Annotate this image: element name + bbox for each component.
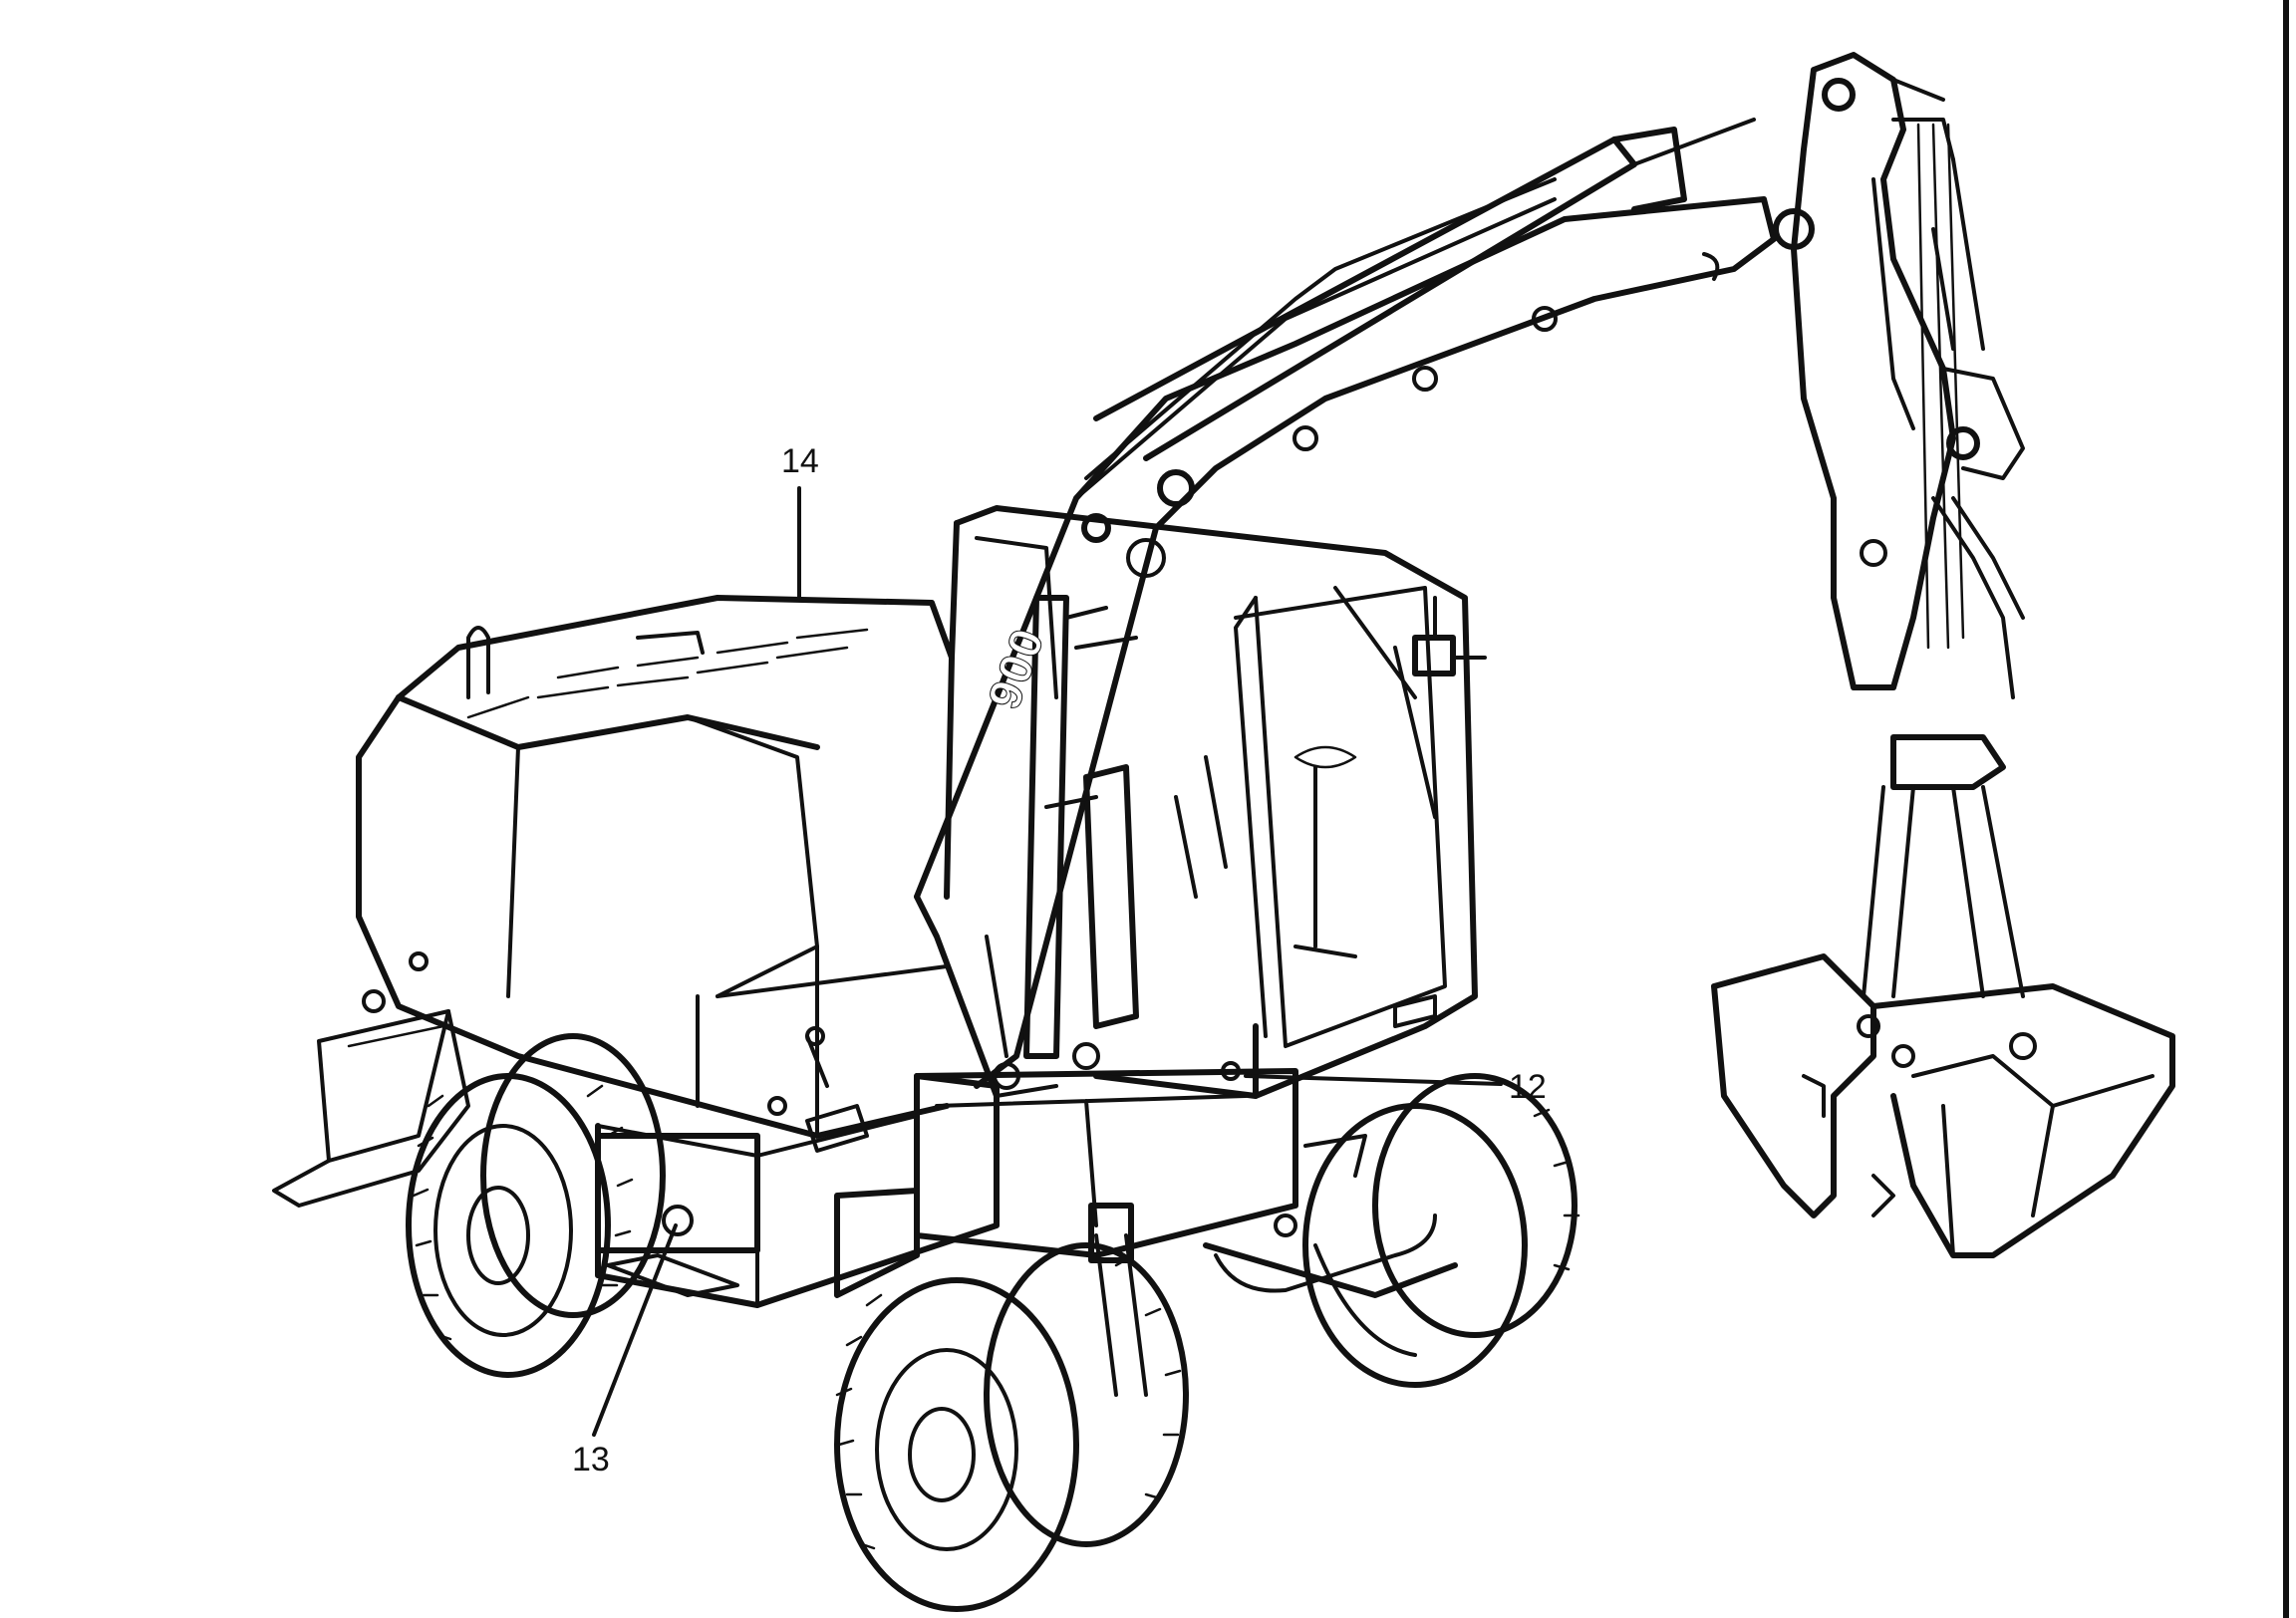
callout-label-12: 12	[1509, 1068, 1547, 1106]
arm-cylinder	[1074, 118, 1756, 500]
boom-cylinders	[1023, 538, 1166, 1059]
leader-13	[592, 1223, 678, 1437]
undercarriage	[595, 1068, 1298, 1308]
front-left-wheels	[834, 1242, 1189, 1612]
leader-12	[1244, 1074, 1503, 1086]
stick-arm	[1791, 52, 2025, 699]
front-right-wheels	[1203, 1073, 1580, 1388]
side-toolbox	[595, 1133, 760, 1253]
operator-cab	[949, 505, 1487, 1099]
callout-label-13: 13	[572, 1441, 610, 1479]
callout-label-14: 14	[781, 442, 819, 480]
engine-hood	[356, 595, 955, 1153]
rear-left-wheels	[406, 1033, 666, 1378]
cab-base-panel	[1093, 1073, 1259, 1099]
clamshell-grab	[1711, 734, 2175, 1258]
grab-shell-left	[1711, 953, 1876, 1218]
axle-pipework	[1088, 1134, 1437, 1397]
callout-leaders	[592, 486, 1503, 1437]
side-toolbox-lock	[662, 1205, 694, 1236]
